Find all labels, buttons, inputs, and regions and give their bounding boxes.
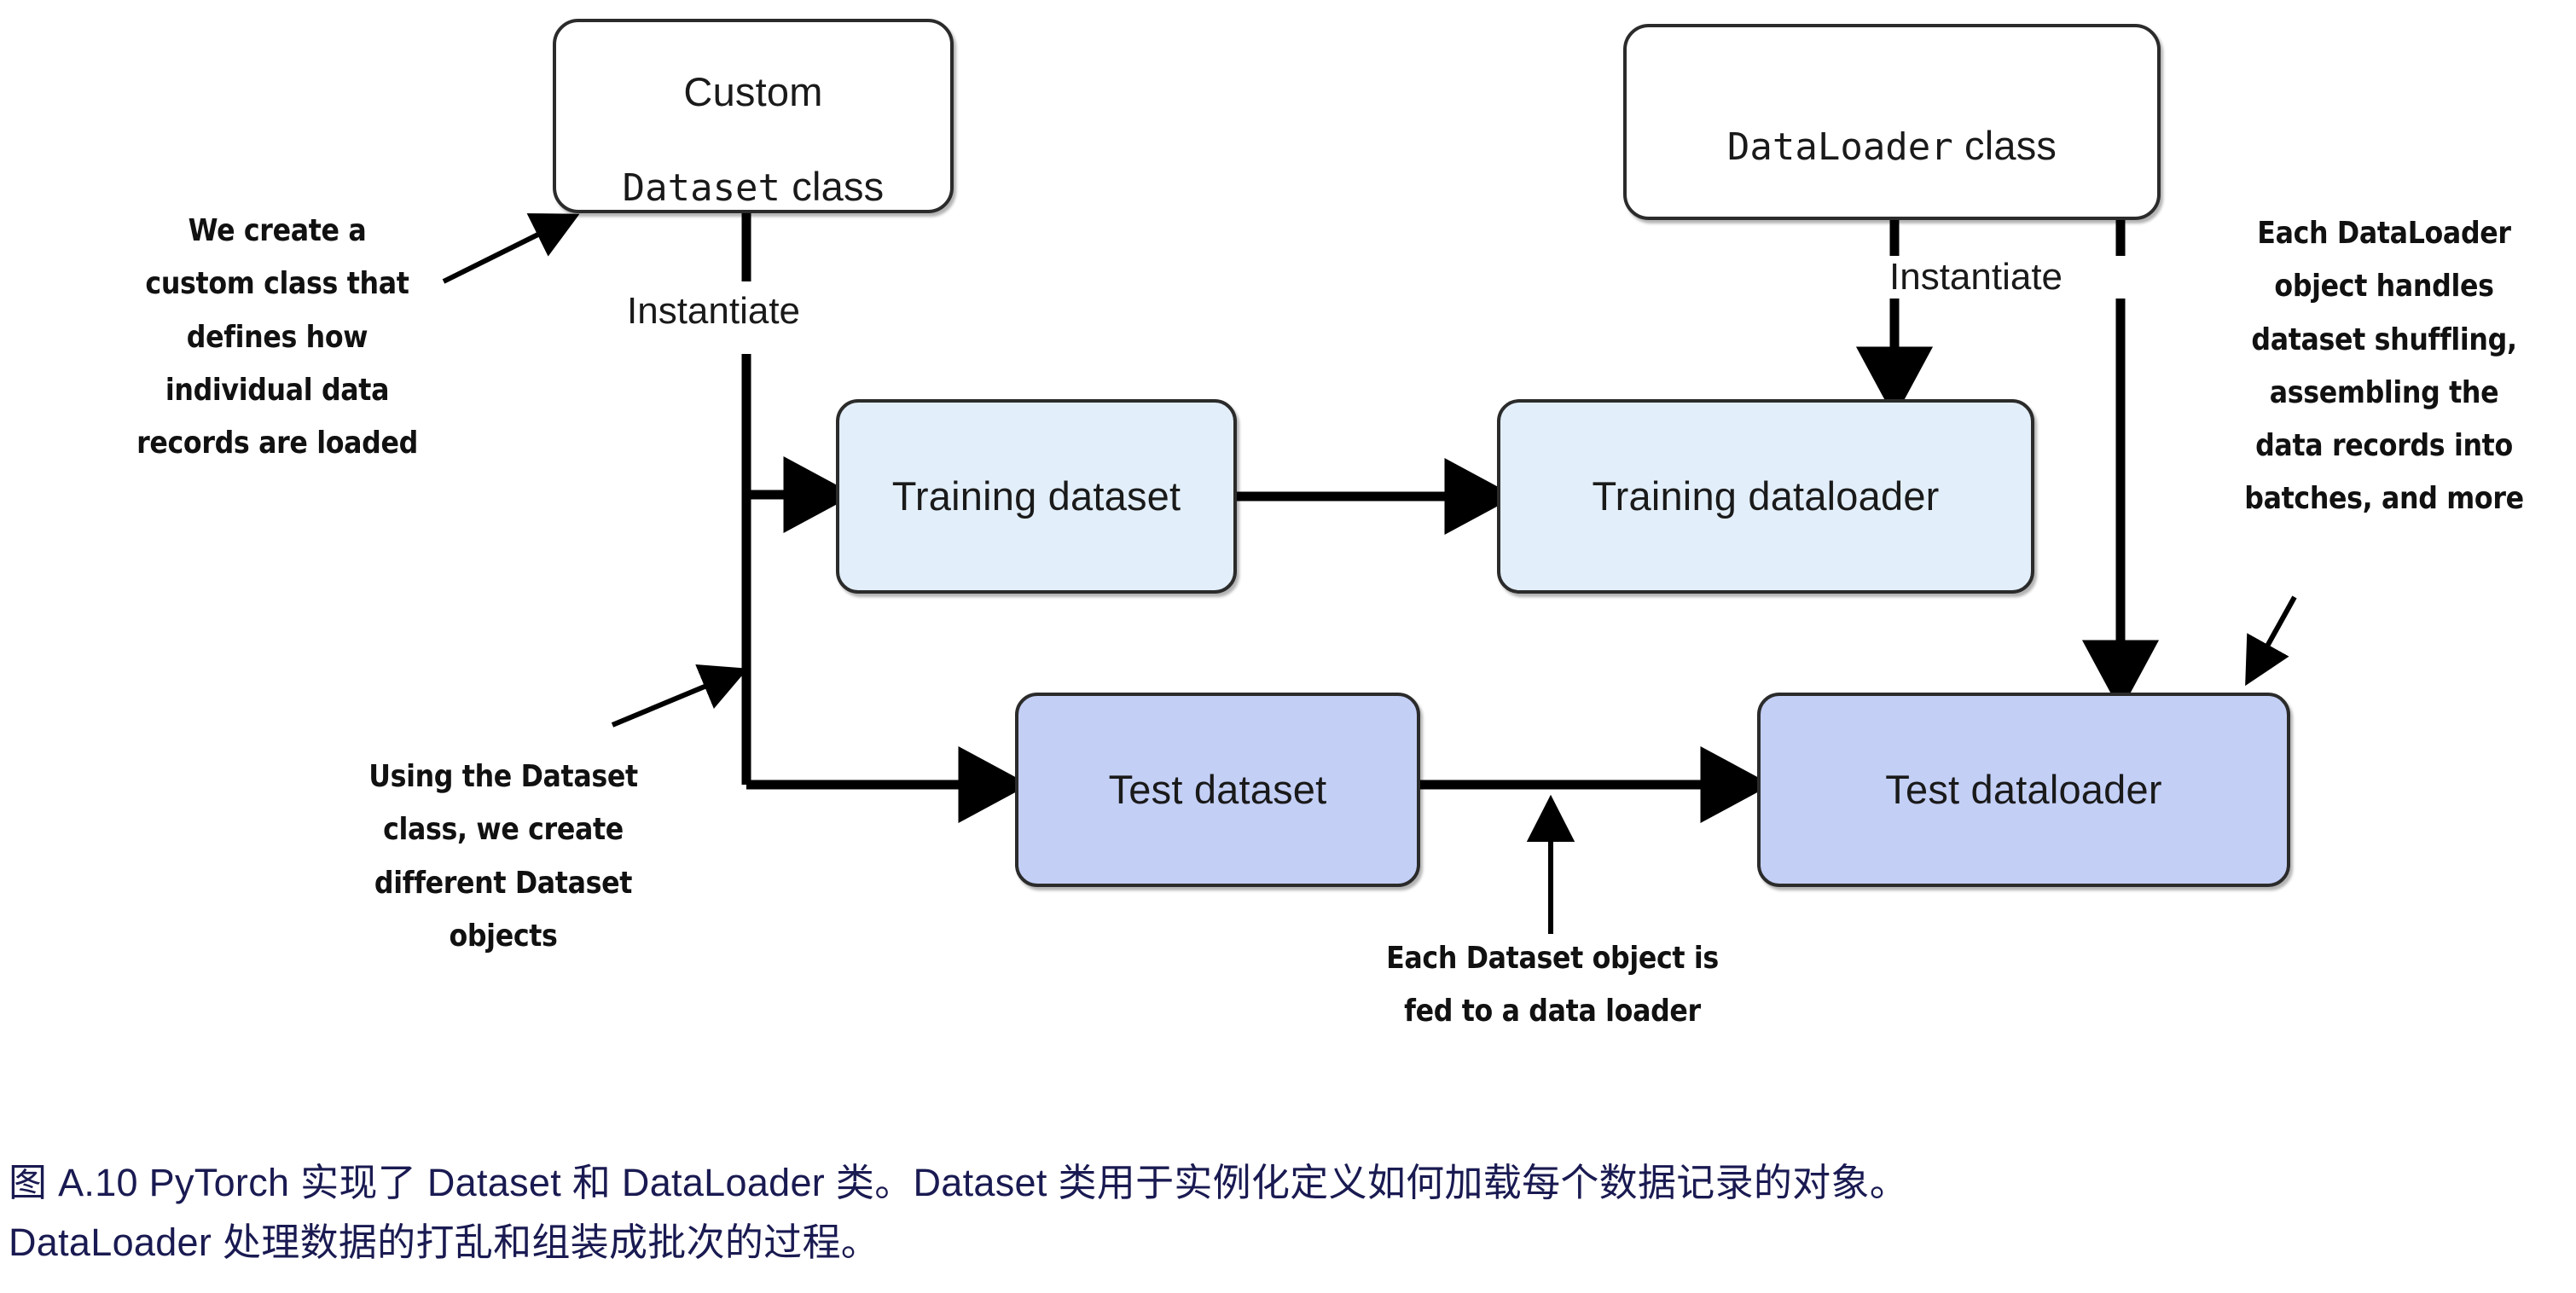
node-test-dataloader[interactable]: Test dataloader: [1757, 693, 2290, 887]
dataset-word: Dataset: [622, 166, 781, 211]
annotation-left-bottom: Using the Dataset class, we create diffe…: [368, 759, 638, 954]
dataloader-word: DataLoader: [1726, 125, 1953, 169]
class-word: class: [780, 164, 885, 210]
pointer-right-annotation: [2245, 595, 2297, 687]
figure-caption: 图 A.10 PyTorch 实现了 Dataset 和 DataLoader …: [9, 1153, 2559, 1273]
node-custom-dataset-class[interactable]: Custom Dataset class: [553, 19, 954, 213]
node-training-dataset[interactable]: Training dataset: [836, 399, 1237, 594]
caption-line-1: 图 A.10 PyTorch 实现了 Dataset 和 DataLoader …: [9, 1161, 1909, 1204]
annotation-right: Each DataLoader object handles dataset s…: [2244, 216, 2524, 517]
node-test-dataloader-label: Test dataloader: [1885, 767, 2162, 813]
connector-layer: [442, 213, 2297, 934]
node-training-dataloader[interactable]: Training dataloader: [1497, 399, 2034, 594]
caption-line-2: DataLoader 处理数据的打乱和组装成批次的过程。: [9, 1220, 880, 1264]
annotation-bottom-center: Each Dataset object is fed to a data loa…: [1386, 941, 1719, 1029]
node-custom-dataset-class-label: Custom Dataset class: [623, 21, 885, 211]
class-word-2: class: [1952, 122, 2057, 168]
annotation-left-top: We create a custom class that defines ho…: [136, 213, 418, 461]
edge-label-instantiate-left: Instantiate: [627, 290, 801, 332]
node-test-dataset-label: Test dataset: [1108, 767, 1327, 813]
node-test-dataset[interactable]: Test dataset: [1015, 693, 1420, 887]
node-dataloader-class-label: DataLoader class: [1727, 74, 2057, 169]
pointer-left-top-annotation: [442, 213, 580, 284]
custom-word: Custom: [683, 69, 823, 115]
node-dataloader-class[interactable]: DataLoader class: [1623, 24, 2161, 220]
edge-label-instantiate-right: Instantiate: [1889, 256, 2063, 298]
pointer-left-bottom-annotation: [611, 664, 748, 728]
node-training-dataloader-label: Training dataloader: [1592, 473, 1940, 519]
node-training-dataset-label: Training dataset: [891, 473, 1181, 519]
